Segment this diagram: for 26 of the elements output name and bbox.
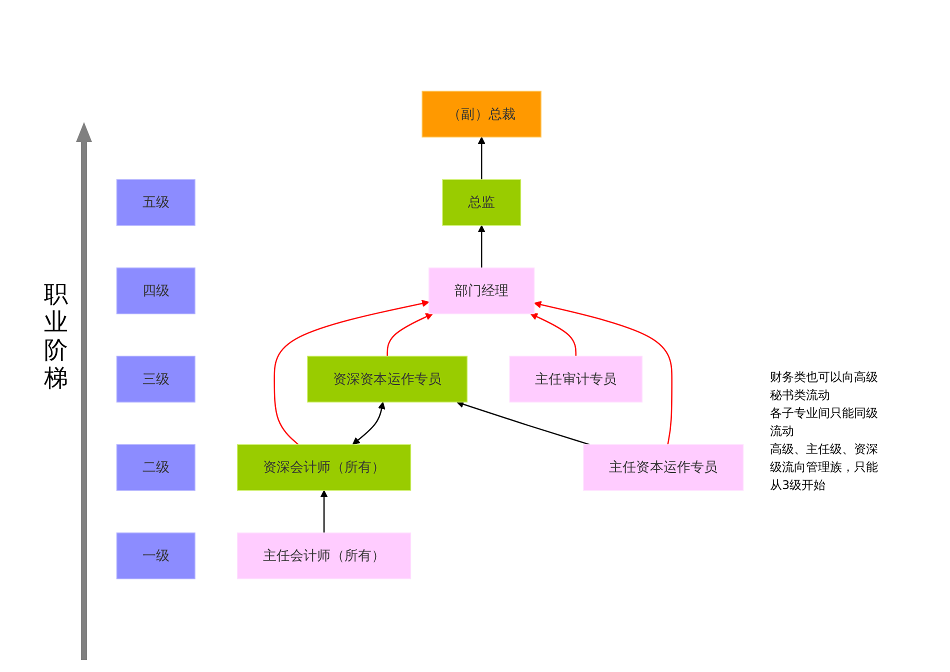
node-box: 二级 — [116, 444, 196, 491]
node-box: 主任审计专员 — [509, 356, 643, 403]
node-box: 四级 — [116, 267, 196, 314]
node-box: 资深资本运作专员 — [307, 356, 468, 403]
node-box: 主任资本运作专员 — [583, 444, 744, 491]
node-box: 部门经理 — [428, 267, 535, 314]
node-box: （副）总裁 — [422, 90, 542, 138]
node-box: 资深会计师（所有） — [236, 444, 412, 491]
arrow — [274, 300, 430, 446]
node-box: 总监 — [442, 179, 522, 226]
arrow — [320, 490, 328, 533]
node-box: 主任会计师（所有） — [236, 532, 412, 580]
arrow — [386, 313, 433, 356]
arrow — [456, 400, 590, 446]
arrow — [534, 300, 672, 445]
note-text: 财务类也可以向高级秘书类流动 — [770, 369, 879, 404]
arrow — [352, 402, 386, 445]
arrow — [478, 136, 486, 180]
node-box: 一级 — [116, 532, 196, 580]
node-box: 五级 — [116, 179, 196, 226]
note-text: 各子专业间只能同级流动 — [770, 405, 879, 440]
note-text: 高级、主任级、资深级流向管理族，只能从3级开始 — [770, 441, 879, 494]
arrow — [478, 225, 486, 268]
axis-title: 职业阶梯 — [44, 280, 69, 392]
node-box: 三级 — [116, 356, 196, 403]
arrow — [530, 313, 577, 356]
